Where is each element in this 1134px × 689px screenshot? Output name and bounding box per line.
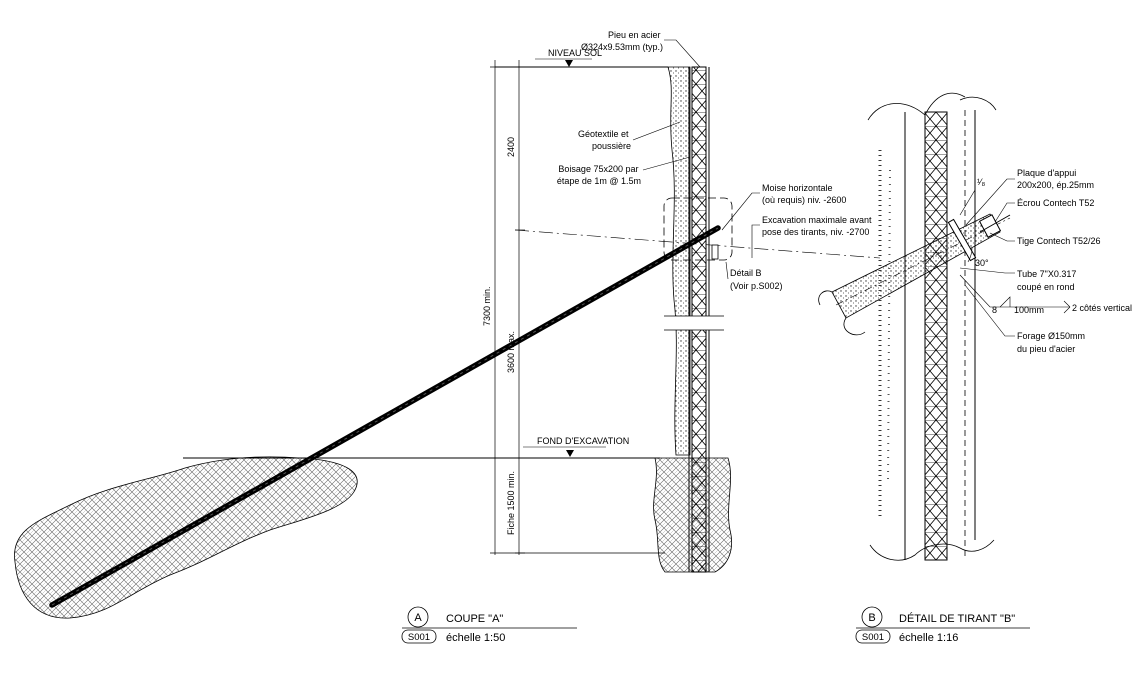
title-a-letter: A (414, 612, 422, 624)
detail-top-break (867, 92, 966, 121)
dim-7300: 7300 min. (482, 286, 492, 326)
dim-1500: Fiche 1500 min. (506, 471, 516, 535)
excavation-bottom-label: FOND D'EXCAVATION (537, 436, 629, 446)
bore-label: Forage Ø150mm du pieu d'acier (1017, 331, 1088, 354)
weld-leader (959, 274, 1070, 308)
weld-fillet-icon (999, 296, 1011, 308)
title-a-bubble (407, 606, 429, 628)
weld-size: 8 (992, 305, 997, 315)
dim-2400: 2400 (506, 137, 516, 157)
waler-label: Moise horizontale (où requis) niv. -2600 (762, 183, 846, 205)
title-a-scale: échelle 1:50 (446, 632, 505, 644)
title-b-sheet: S001 (862, 632, 884, 643)
title-b-letter: B (868, 612, 875, 624)
waler-plate (711, 244, 719, 260)
lagging-label: Boisage 75x200 par étape de 1m @ 1.5m (557, 164, 641, 186)
pile-label: Pieu en acier Ø324x9.53mm (typ.) (581, 30, 663, 52)
angle-label: 30° (975, 258, 989, 268)
section-a: 2400 7300 min. 3600 max. Fiche 1500 min.… (14, 30, 881, 644)
ground-level-marker-icon (565, 60, 573, 67)
dim-3600: 3600 max. (506, 331, 516, 373)
section-b: 30° ¹⁄₈ Plaque d'appui 200x200, ép.25mm … (818, 92, 1132, 644)
max-excavation-label: Excavation maximale avant pose des tiran… (762, 215, 874, 237)
title-b-scale: échelle 1:16 (899, 632, 958, 644)
title-b-bubble (861, 606, 883, 628)
title-a-sheet: S001 (408, 632, 430, 643)
ground-level-label: NIVEAU SOL (548, 48, 602, 58)
detail-b-ref-label: Détail B (Voir p.S002) (730, 268, 783, 291)
rod-label: Tige Contech T52/26 (1017, 236, 1101, 246)
break-symbol (664, 315, 724, 331)
anchor-soil-zone (14, 456, 358, 619)
weld-length: 100mm (1014, 305, 1044, 315)
detail-b-callout (663, 197, 733, 261)
weld-symbol-label: ¹⁄₈ (977, 177, 986, 187)
tendon-texture (51, 227, 719, 606)
tube-label: Tube 7"X0.317 coupé en rond (1017, 269, 1079, 292)
title-a-name: COUPE "A" (446, 613, 503, 625)
geotextile-label: Géotextile et poussière (578, 129, 631, 151)
detail-lagging (924, 111, 948, 561)
excavation-level-marker-icon (566, 450, 574, 457)
plate-label: Plaque d'appui 200x200, ép.25mm (1017, 168, 1094, 190)
detail-anchor (818, 213, 1011, 336)
weld-sides: 2 côtés vertical (1072, 303, 1132, 313)
nut-label: Écrou Contech T52 (1017, 198, 1094, 208)
bearing-plate (947, 218, 977, 262)
break-mask (664, 316, 724, 330)
title-b-name: DÉTAIL DE TIRANT "B" (899, 612, 1015, 625)
max-excavation-line (514, 229, 881, 259)
